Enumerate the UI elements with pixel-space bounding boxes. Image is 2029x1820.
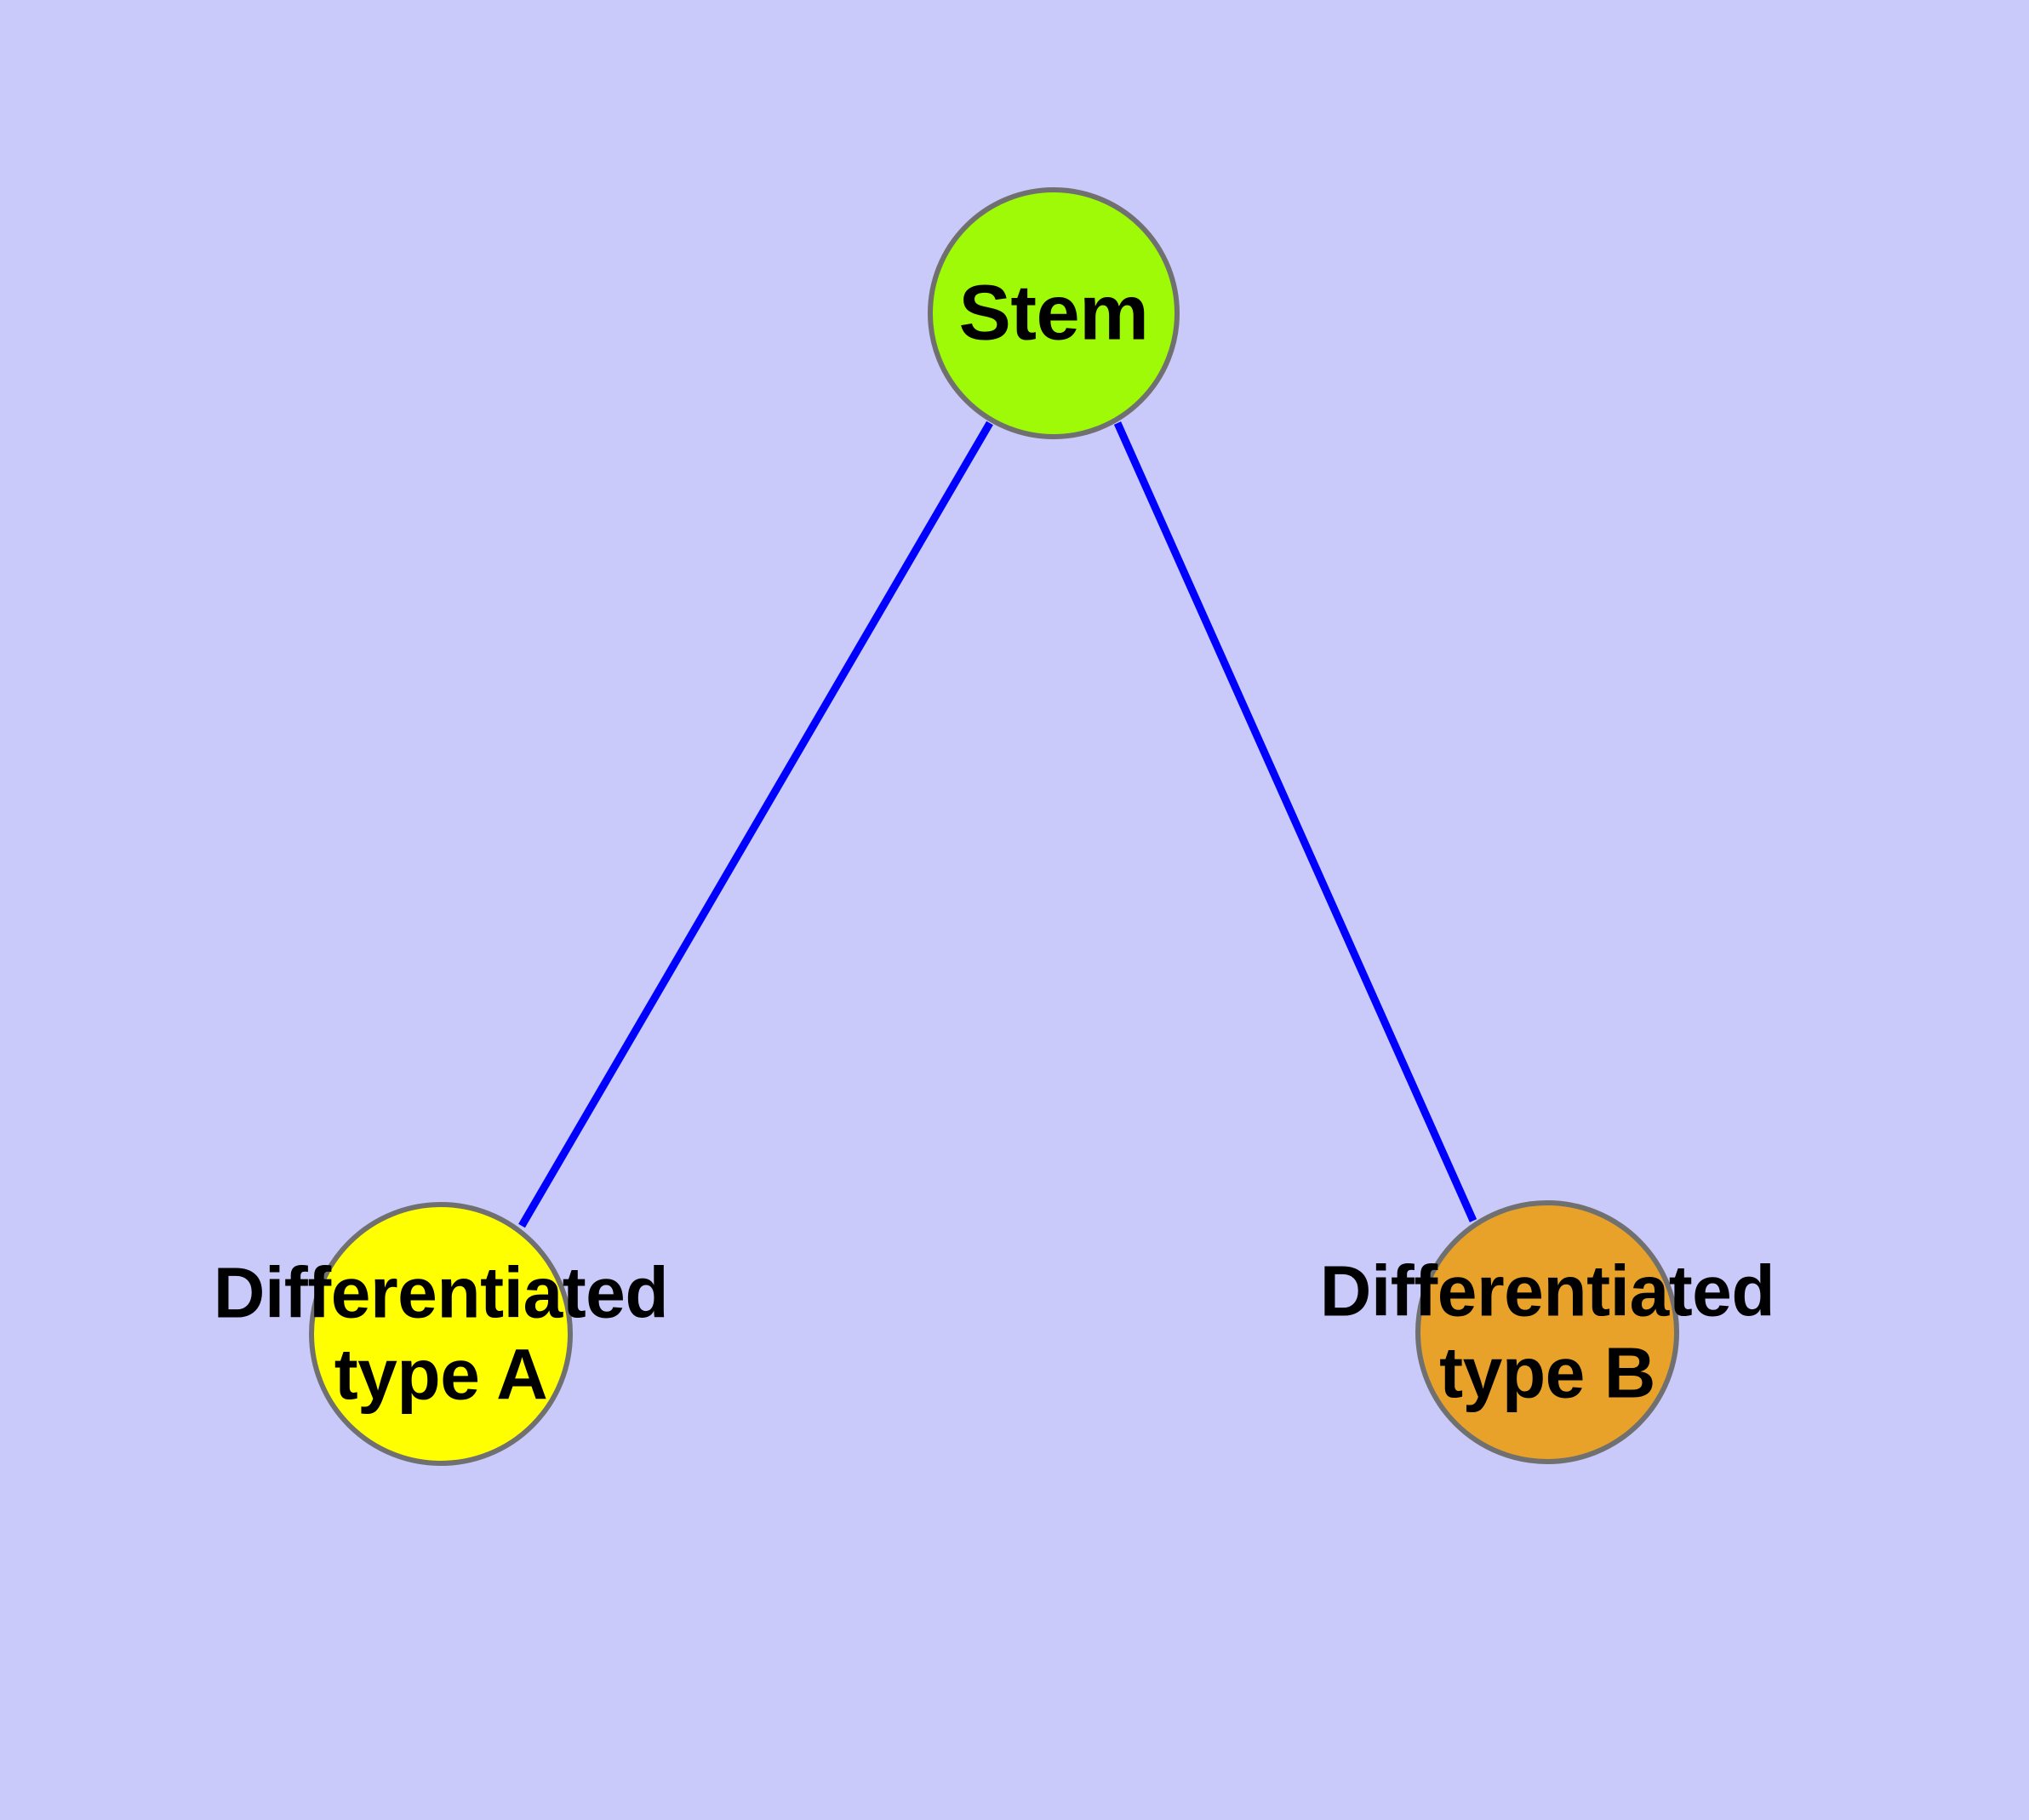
node-differentiated-type-a-label: Differentiated type A: [213, 1252, 669, 1414]
node-differentiated-type-b[interactable]: Differentiated type B: [1320, 1200, 1775, 1464]
node-stem-label: Stem: [958, 269, 1149, 357]
edge-stem-to-differentiated-type-a[interactable]: [518, 421, 993, 1228]
node-differentiated-type-a[interactable]: Differentiated type A: [214, 1202, 669, 1466]
node-stem[interactable]: Stem: [928, 187, 1180, 439]
node-differentiated-type-b-label: Differentiated type B: [1319, 1251, 1775, 1412]
edge-stem-to-differentiated-type-b[interactable]: [1113, 421, 1477, 1222]
